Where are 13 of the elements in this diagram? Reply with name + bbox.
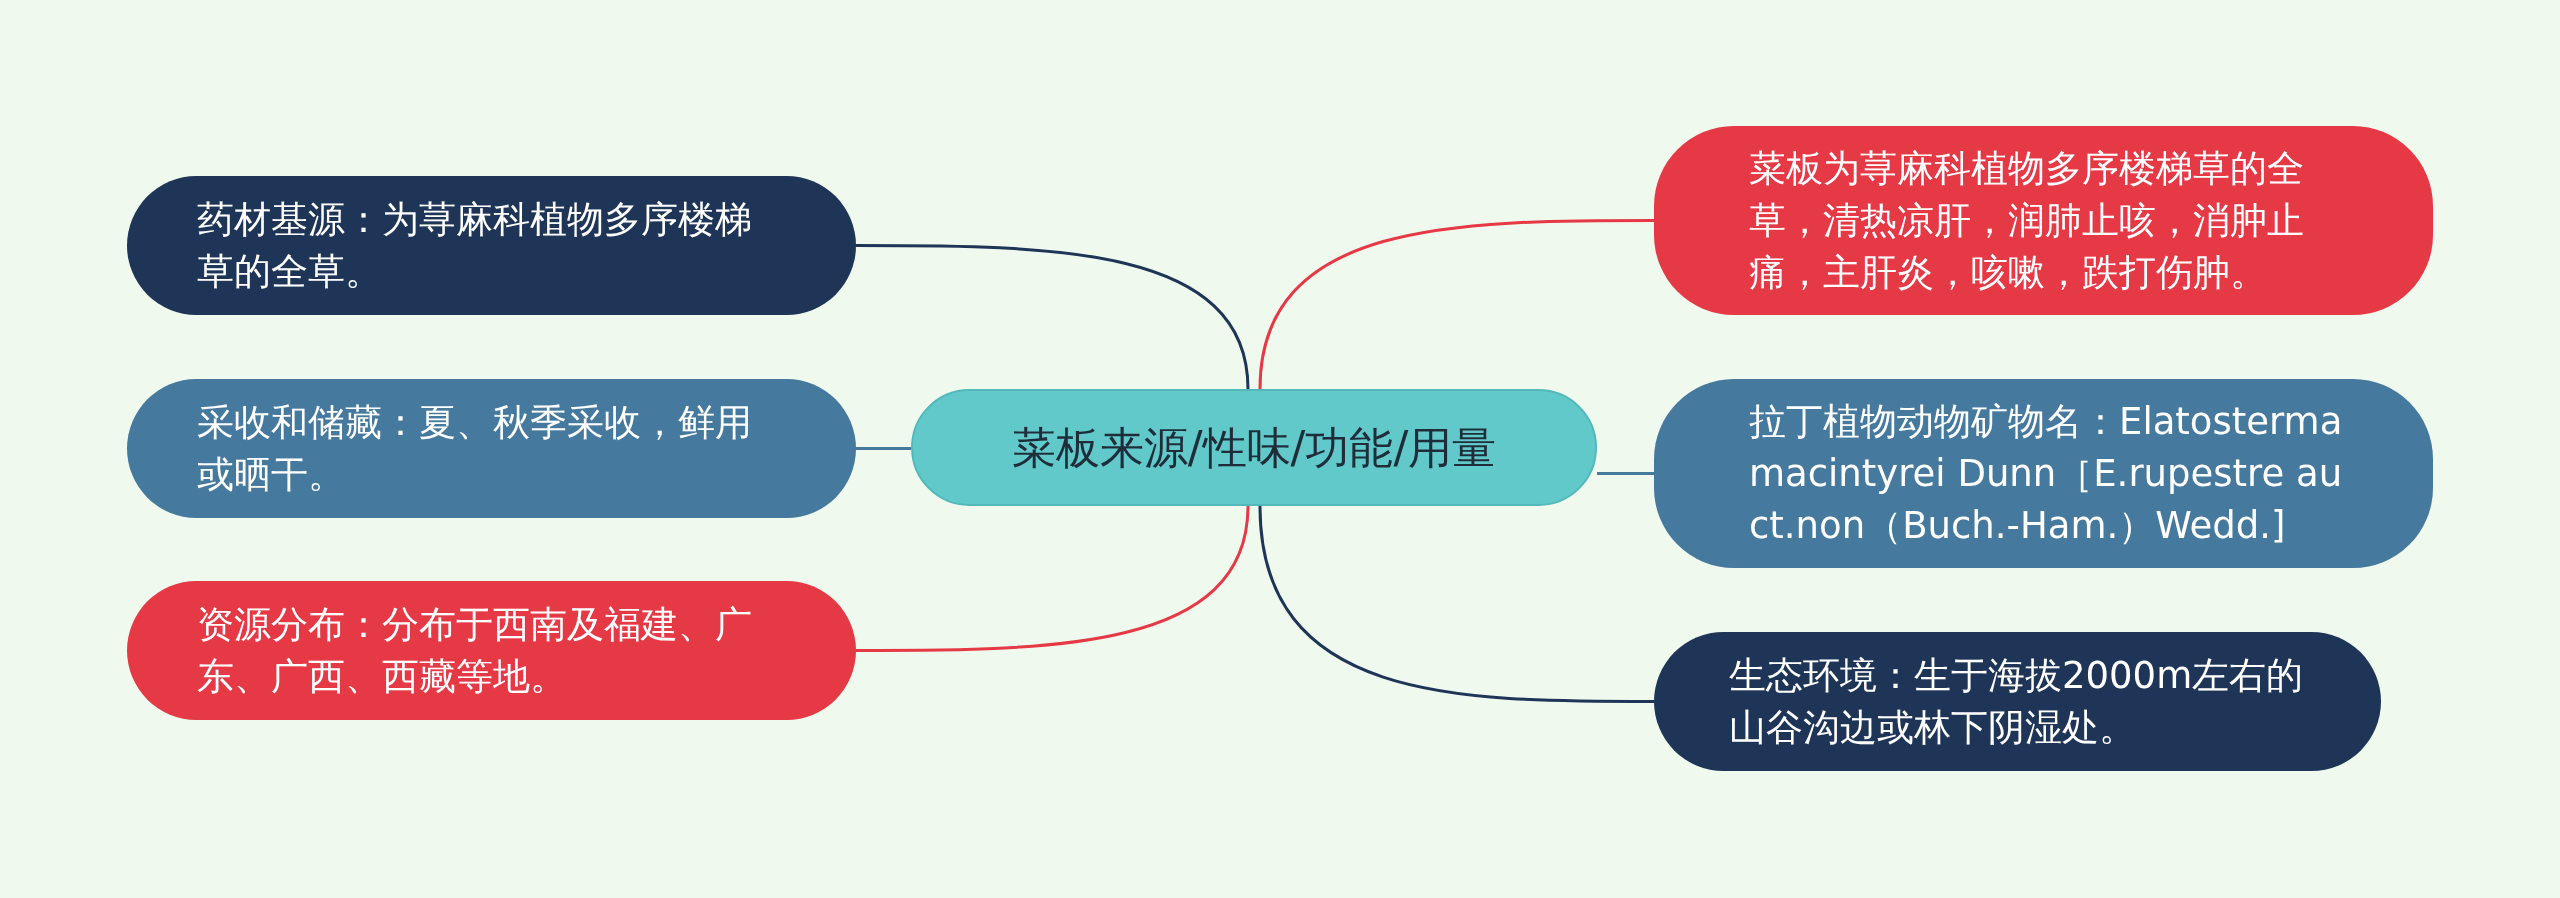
connector-line <box>856 447 911 450</box>
connector-line <box>1258 505 1654 703</box>
topic-box: 菜板为荨麻科植物多序楼梯草的全草，清热凉肝，润肺止咳，消肿止痛，主肝炎，咳嗽，跌打伤肿。 <box>1654 126 2433 315</box>
connector-line <box>856 244 1250 390</box>
connector-line <box>856 505 1250 652</box>
topic-box: 资源分布：分布于西南及福建、广东、广西、西藏等地。 <box>127 581 856 720</box>
connector-line <box>1597 472 1654 475</box>
connector-line <box>1258 219 1654 390</box>
central-topic: 菜板来源/性味/功能/用量 <box>911 389 1597 506</box>
topic-box: 采收和储藏：夏、秋季采收，鲜用或晒干。 <box>127 379 856 518</box>
topic-box: 药材基源：为荨麻科植物多序楼梯草的全草。 <box>127 176 856 315</box>
topic-box: 拉丁植物动物矿物名：Elatosterma macintyrei Dunn［E.rupestre auct.non（Buch.-Ham.）Wedd.] <box>1654 379 2433 568</box>
topic-box: 生态环境：生于海拔2000m左右的山谷沟边或林下阴湿处。 <box>1654 632 2381 771</box>
